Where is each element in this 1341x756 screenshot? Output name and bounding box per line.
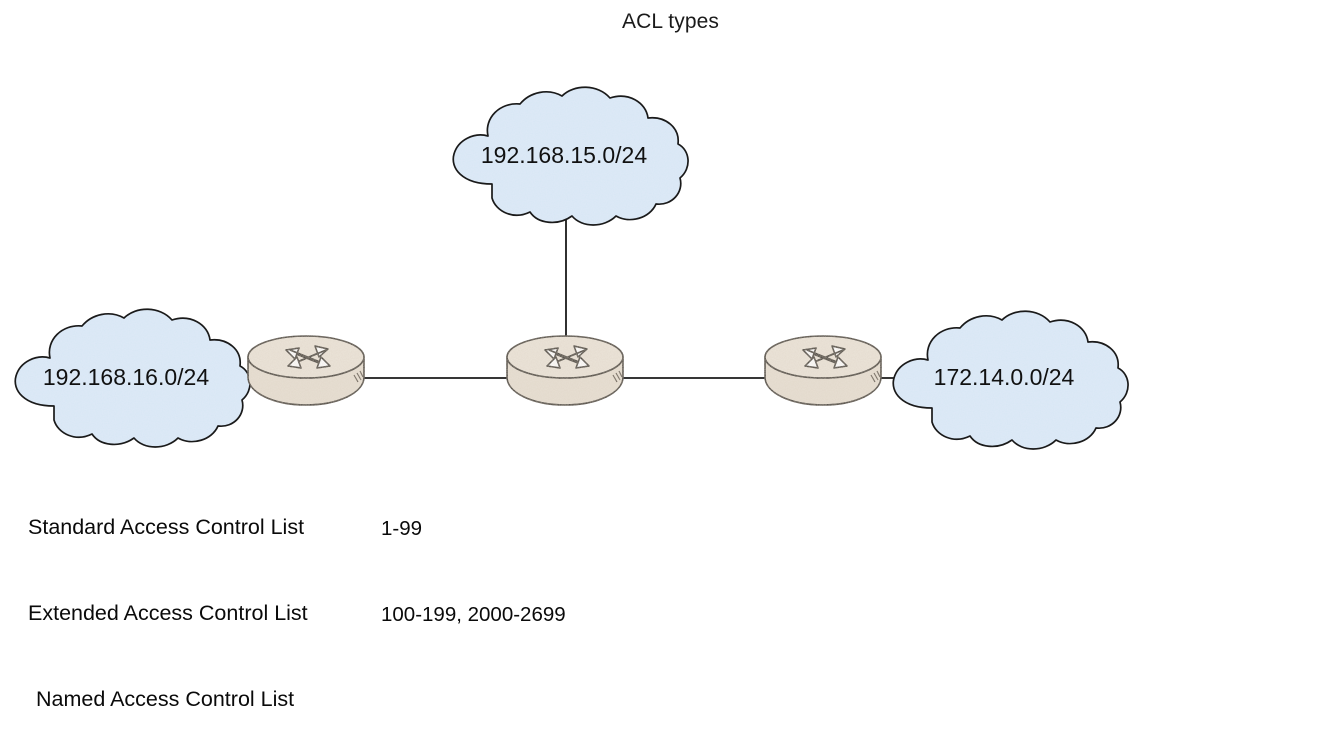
acl-types-list: Standard Access Control List 1-99 Extend… <box>0 498 700 756</box>
router-node-right[interactable] <box>764 335 882 406</box>
acl-name-extended: Extended Access Control List <box>28 601 308 625</box>
acl-name-named: Named Access Control List <box>36 687 295 711</box>
network-topology-diagram <box>14 86 1129 450</box>
acl-row-named: Named Access Control List <box>0 670 700 756</box>
cloud-node-left[interactable] <box>14 308 251 448</box>
acl-row-extended: Extended Access Control List 100-199, 20… <box>0 584 700 670</box>
acl-row-standard: Standard Access Control List 1-99 <box>0 498 700 584</box>
acl-range-extended: 100-199, 2000-2699 <box>381 603 566 626</box>
cloud-node-top[interactable] <box>452 86 689 226</box>
acl-name-standard: Standard Access Control List <box>28 515 305 539</box>
cloud-node-right[interactable] <box>892 310 1129 450</box>
page-title: ACL types <box>622 10 719 33</box>
router-node-left[interactable] <box>247 335 365 406</box>
acl-range-standard: 1-99 <box>381 517 423 540</box>
router-node-center[interactable] <box>506 335 624 406</box>
